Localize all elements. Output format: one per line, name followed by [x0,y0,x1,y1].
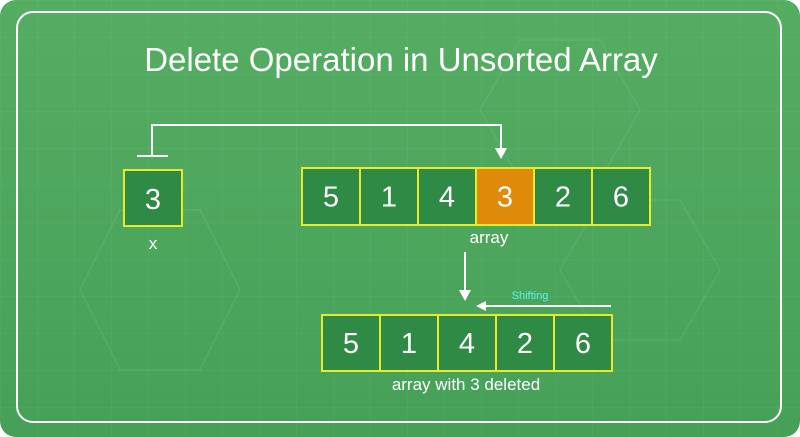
array-cell-value-1: 1 [381,182,397,214]
result-cells: 5 1 4 2 6 [321,314,613,372]
result-cell-1 [379,314,439,372]
array-label: array [470,228,509,247]
result-cell-value-2: 4 [459,328,475,360]
x-value: 3 [145,184,161,216]
array-cell-0 [301,167,361,226]
connector-line [151,124,502,156]
x-value-box [123,169,183,227]
shifting-label: Shifting [512,290,549,302]
result-label: array with 3 deleted [392,375,540,394]
result-cell-value-0: 5 [343,328,359,360]
down-arrow-head [459,290,471,301]
result-cell-value-3: 2 [517,328,533,360]
result-cell-2 [437,314,497,372]
array-cells: 5 1 4 3 2 6 [301,167,651,226]
array-cell-5 [591,167,651,226]
array-cell-4 [533,167,593,226]
array-cell-value-2: 4 [439,182,455,214]
connector-arrowhead [495,148,507,159]
array-cell-2 [417,167,477,226]
shifting-arrow-head [476,301,486,311]
array-cell-3 [475,167,535,226]
result-cell-value-4: 6 [575,328,591,360]
page-title: Delete Operation in Unsorted Array [144,41,658,78]
array-cell-value-5: 6 [613,182,629,214]
array-cell-value-0: 5 [323,182,339,214]
x-label: x [149,234,158,253]
result-cell-value-1: 1 [401,328,417,360]
array-cell-value-3: 3 [497,182,513,214]
result-cell-3 [495,314,555,372]
inner-border [16,11,782,423]
result-cell-4 [553,314,613,372]
array-cell-value-4: 2 [555,182,571,214]
result-cell-0 [321,314,381,372]
